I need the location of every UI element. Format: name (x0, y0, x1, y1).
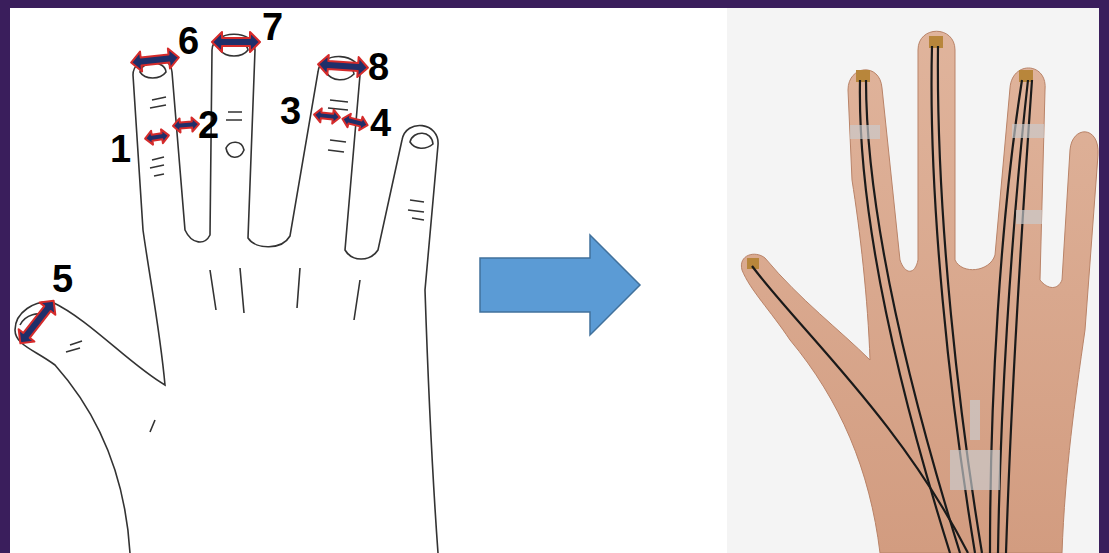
hand-photo (741, 31, 1098, 553)
callout-number: 5 (52, 260, 73, 298)
photo-ground (727, 8, 1099, 553)
hand-sketch (15, 34, 438, 553)
callout-number: 1 (110, 130, 131, 168)
callout-number: 8 (368, 48, 389, 86)
callout-number: 2 (198, 106, 219, 144)
double-arrow (12, 32, 369, 349)
callout-number: 4 (370, 104, 391, 142)
flow-arrow (480, 235, 640, 335)
callout-number: 7 (262, 8, 283, 46)
callout-number: 3 (280, 92, 301, 130)
callout-number: 6 (178, 22, 199, 60)
